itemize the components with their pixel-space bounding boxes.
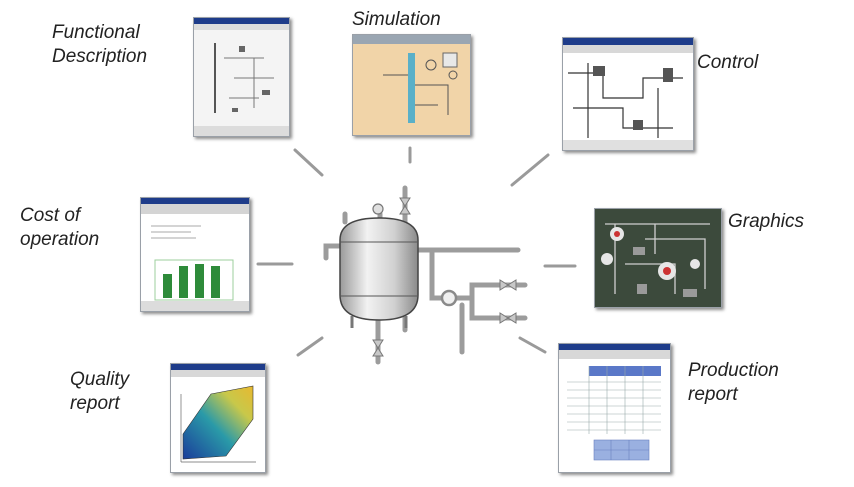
- thumbnail-production-report: [558, 343, 671, 473]
- connector-quality-report: [296, 336, 324, 357]
- thumbnail-functional-description: [193, 17, 290, 137]
- connector-functional-description: [293, 148, 324, 177]
- pipe-valve-icon: [372, 197, 517, 357]
- label-line: report: [688, 384, 738, 405]
- thumbnail-cost-of-operation: [140, 197, 250, 312]
- label-quality-report: Quality report: [70, 368, 129, 416]
- pump-icon: [440, 289, 458, 307]
- connector-control: [510, 153, 550, 187]
- label-simulation: Simulation: [352, 9, 441, 30]
- label-line: report: [70, 393, 120, 414]
- label-line: Cost of: [20, 205, 81, 226]
- label-graphics: Graphics: [728, 211, 805, 232]
- label-production-report: Production report: [688, 359, 779, 407]
- label-line: Functional: [52, 22, 140, 43]
- thumbnail-graphics: [594, 208, 722, 308]
- label-line: Description: [52, 46, 148, 67]
- label-line: Production: [688, 360, 779, 381]
- label-line: operation: [20, 229, 100, 250]
- label-cost-of-operation: Cost of operation: [20, 204, 99, 252]
- label-functional-description: Functional Description: [52, 21, 147, 69]
- thumbnail-control: [562, 37, 694, 151]
- thumbnail-simulation: [352, 34, 471, 136]
- thumbnail-quality-report: [170, 363, 266, 473]
- label-line: Quality: [70, 369, 130, 390]
- connector-production-report: [518, 336, 547, 354]
- label-control: Control: [697, 52, 759, 73]
